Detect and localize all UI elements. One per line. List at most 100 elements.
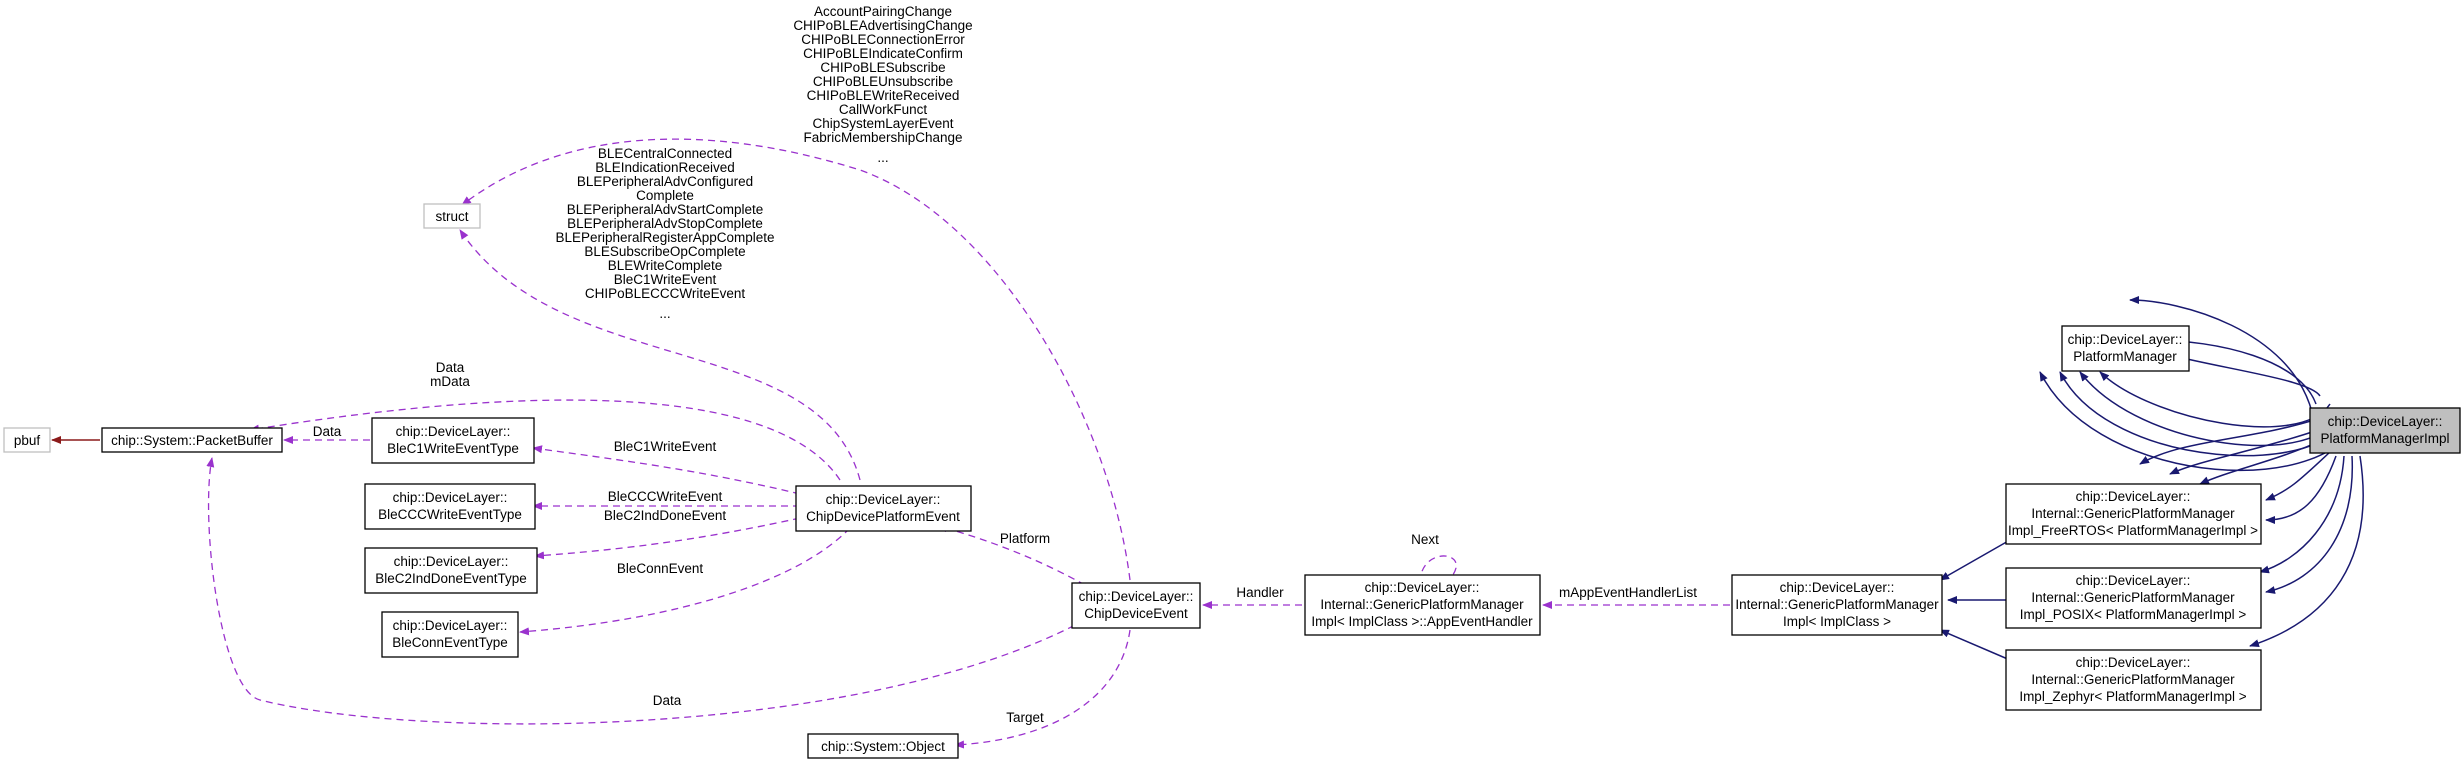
node-platform-manager-impl[interactable]: chip::DeviceLayer:: PlatformManagerImpl <box>2309 407 2461 454</box>
edge-label-app-event-handler-list: mAppEventHandlerList <box>1559 585 1697 600</box>
edge-label-line: CHIPoBLEAdvertisingChange <box>793 18 972 33</box>
node-label-line: BleConnEventType <box>392 635 508 650</box>
node-label-line: Impl_FreeRTOS< PlatformManagerImpl > <box>2008 523 2258 538</box>
edge-label-line: ChipSystemLayerEvent <box>812 116 953 131</box>
edge-impl-to-freertos-2 <box>2169 429 2319 475</box>
edge-label-line: CallWorkFunct <box>839 102 928 117</box>
edge-c2-ind-done-event <box>534 517 801 560</box>
node-label-line: ChipDeviceEvent <box>1084 606 1188 621</box>
node-packet-buffer[interactable]: chip::System::PacketBuffer <box>101 427 283 453</box>
node-label-line: chip::DeviceLayer:: <box>396 424 511 439</box>
edge-label-ccc-write-event: BleCCCWriteEvent <box>608 489 723 504</box>
label-struct-from-device-event: AccountPairingChange CHIPoBLEAdvertising… <box>793 4 972 165</box>
node-chip-device-event[interactable]: chip::DeviceLayer:: ChipDeviceEvent <box>1071 582 1201 629</box>
edge-label-line: BLEPeripheralAdvStopComplete <box>567 216 763 231</box>
edge-impl-to-zephyr <box>2249 455 2364 648</box>
edge-impl-to-freertos-3 <box>2199 439 2323 485</box>
node-label-line: Internal::GenericPlatformManager <box>2031 672 2235 687</box>
edge-impl-to-freertos-5 <box>2265 455 2337 524</box>
edge-impl-to-platform-manager-3 <box>2169 353 2321 397</box>
node-pbuf[interactable]: pbuf <box>3 427 51 453</box>
edge-label-platform: Platform <box>1000 531 1050 546</box>
node-label-line: chip::System::Object <box>821 739 945 754</box>
edge-label-line: CHIPoBLEConnectionError <box>801 32 965 47</box>
edge-label-line: BLEPeripheralAdvConfigured <box>577 174 753 189</box>
node-label-line: chip::DeviceLayer:: <box>393 490 508 505</box>
edge-label-line: AccountPairingChange <box>814 4 952 19</box>
edge-label-handler: Handler <box>1236 585 1284 600</box>
edge-impl-to-posix-1 <box>2259 455 2345 574</box>
node-label-line: ChipDevicePlatformEvent <box>806 509 960 524</box>
node-label-line: chip::DeviceLayer:: <box>1365 580 1480 595</box>
edge-label-c1-data: Data <box>313 424 342 439</box>
edge-label-line: ... <box>877 150 888 165</box>
node-label-line: Impl< ImplClass > <box>1783 614 1891 629</box>
node-generic-impl[interactable]: chip::DeviceLayer:: Internal::GenericPla… <box>1731 574 1943 636</box>
edge-label-line: FabricMembershipChange <box>803 130 962 145</box>
edge-label-target: Target <box>1006 710 1044 725</box>
node-ble-c2-ind-done-event-type[interactable]: chip::DeviceLayer:: BleC2IndDoneEventTyp… <box>364 547 538 594</box>
node-label-line: Internal::GenericPlatformManager <box>1735 597 1939 612</box>
edge-label-line: BLESubscribeOpComplete <box>584 244 745 259</box>
node-ble-conn-event-type[interactable]: chip::DeviceLayer:: BleConnEventType <box>381 611 519 658</box>
edge-impl-to-posix-2 <box>2265 455 2354 594</box>
edge-label-line: ... <box>659 306 670 321</box>
edge-device-event-to-packet-buffer <box>206 457 1086 725</box>
node-generic-zephyr[interactable]: chip::DeviceLayer:: Internal::GenericPla… <box>2005 649 2262 711</box>
node-ble-ccc-write-event-type[interactable]: chip::DeviceLayer:: BleCCCWriteEventType <box>364 483 536 530</box>
edge-label-conn-event: BleConnEvent <box>617 561 704 576</box>
edge-label-c2-ind-done-event: BleC2IndDoneEvent <box>604 508 727 523</box>
edge-platform-event-to-struct <box>459 229 861 481</box>
node-app-event-handler[interactable]: chip::DeviceLayer:: Internal::GenericPla… <box>1304 574 1541 636</box>
node-label-line: chip::DeviceLayer:: <box>393 618 508 633</box>
node-label-line: chip::DeviceLayer:: <box>1079 589 1194 604</box>
node-label-line: struct <box>435 209 468 224</box>
label-struct-from-platform-event: BLECentralConnected BLEIndicationReceive… <box>555 146 774 321</box>
node-label-line: chip::DeviceLayer:: <box>2076 489 2191 504</box>
nodes: chip::DeviceLayer:: PlatformManagerImpl … <box>3 203 2461 759</box>
node-label-line: Internal::GenericPlatformManager <box>1320 597 1524 612</box>
node-label-line: BleC1WriteEventType <box>387 441 519 456</box>
edge-label-line: CHIPoBLESubscribe <box>820 60 945 75</box>
node-label-line: chip::DeviceLayer:: <box>826 492 941 507</box>
edge-label-line: Complete <box>636 188 694 203</box>
edge-label-mdata: mData <box>430 374 470 389</box>
node-system-object[interactable]: chip::System::Object <box>807 733 959 759</box>
edge-label-next: Next <box>1411 532 1439 547</box>
node-label-line: chip::DeviceLayer:: <box>2068 332 2183 347</box>
node-chip-device-platform-event[interactable]: chip::DeviceLayer:: ChipDevicePlatformEv… <box>795 485 972 532</box>
edge-label-data: Data <box>436 360 465 375</box>
edge-label-line: CHIPoBLEIndicateConfirm <box>803 46 963 61</box>
edge-conn-event <box>519 527 851 636</box>
edge-impl-to-platform-manager-5 <box>2079 371 2341 447</box>
node-label-line: Impl< ImplClass >::AppEventHandler <box>1311 614 1533 629</box>
node-struct[interactable]: struct <box>423 203 481 229</box>
edge-label-c1-write-event: BleC1WriteEvent <box>614 439 717 454</box>
edge-label-line: BLEWriteComplete <box>608 258 723 273</box>
node-platform-manager[interactable]: chip::DeviceLayer:: PlatformManager <box>2061 325 2190 372</box>
edge-label-device-event-data: Data <box>653 693 682 708</box>
edge-label-line: BLEIndicationReceived <box>595 160 735 175</box>
edge-zephyr-to-generic <box>1939 629 2011 661</box>
edge-impl-to-freertos-4 <box>2265 451 2331 501</box>
edge-target <box>954 629 1131 749</box>
node-label-line: chip::DeviceLayer:: <box>394 554 509 569</box>
edge-label-line: BleC1WriteEvent <box>614 272 717 287</box>
node-label-line: BleCCCWriteEventType <box>378 507 522 522</box>
node-label-line: chip::System::PacketBuffer <box>111 433 273 448</box>
edge-impl-to-freertos-1 <box>2139 419 2315 465</box>
node-generic-freertos[interactable]: chip::DeviceLayer:: Internal::GenericPla… <box>2005 483 2262 545</box>
node-label-line: BleC2IndDoneEventType <box>375 571 527 586</box>
edge-platform-event-to-packet-buffer <box>249 399 841 481</box>
node-ble-c1-write-event-type[interactable]: chip::DeviceLayer:: BleC1WriteEventType <box>371 417 535 464</box>
node-label-line: PlatformManager <box>2073 349 2177 364</box>
node-label-line: chip::DeviceLayer:: <box>2328 414 2443 429</box>
edge-freertos-to-generic <box>1939 539 2011 581</box>
edge-platform <box>937 524 1086 586</box>
node-label-line: PlatformManagerImpl <box>2320 431 2449 446</box>
edge-impl-to-platform-manager-4 <box>2099 371 2331 428</box>
node-generic-posix[interactable]: chip::DeviceLayer:: Internal::GenericPla… <box>2005 567 2262 629</box>
edge-label-line: BLEPeripheralAdvStartComplete <box>567 202 764 217</box>
node-label-line: Impl_POSIX< PlatformManagerImpl > <box>2020 607 2247 622</box>
